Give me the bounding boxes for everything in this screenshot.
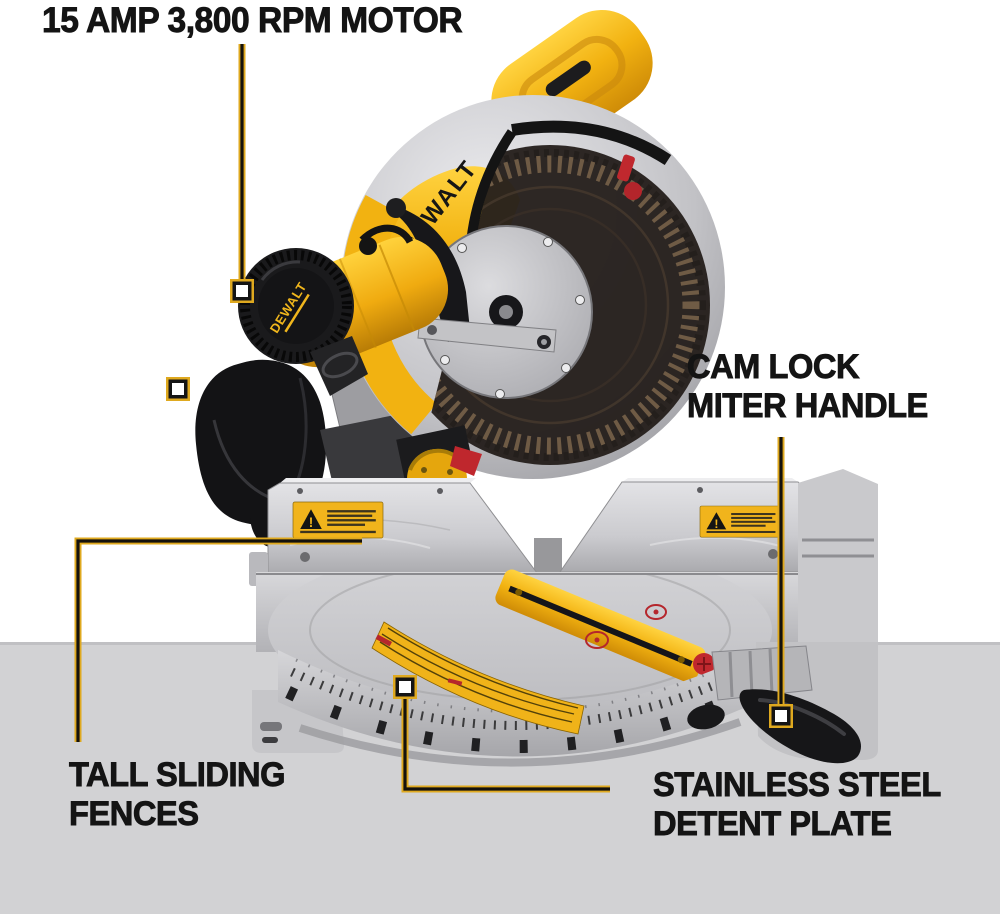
power-cord [359, 224, 414, 244]
callout-marker-dust-bag [166, 377, 190, 401]
dust-port [310, 336, 368, 396]
detent-slots [285, 684, 755, 753]
callout-marker-camlock [769, 704, 793, 728]
callout-label-fences-line2: FENCES [69, 795, 200, 834]
fence-gap-column [534, 538, 562, 578]
link-bar [417, 317, 557, 353]
kerf-slot [508, 585, 693, 667]
lock-knob-black [687, 704, 725, 730]
saw-base [249, 469, 878, 767]
callout-label-fences: TALL SLIDING FENCES [69, 756, 286, 834]
kerf-plate [495, 569, 706, 683]
callout-marker-detent [393, 675, 417, 699]
callout-marker-motor [230, 279, 254, 303]
callout-line-detent [403, 699, 610, 791]
callout-label-cam-lock-line1: CAM LOCK [687, 348, 860, 387]
fence-left [267, 478, 538, 575]
callout-label-detent-line2: DETENT PLATE [653, 805, 893, 844]
callout-label-motor: 15 AMP 3,800 RPM MOTOR [42, 1, 464, 41]
saw-head: DEWALT [195, 9, 725, 548]
callout-line-fences [76, 539, 362, 742]
red-stamp-2 [645, 604, 667, 620]
base-right-end [798, 469, 878, 652]
fence-right [559, 478, 806, 573]
detent-plate-scale [278, 648, 762, 757]
motor: DEWALT [238, 224, 449, 396]
callout-label-detent-plate: STAINLESS STEEL DETENT PLATE [653, 766, 942, 844]
callout-label-cam-lock-line2: MITER HANDLE [687, 387, 929, 426]
miter-arm [711, 645, 813, 701]
red-dot-badge [624, 182, 642, 200]
callout-label-cam-lock: CAM LOCK MITER HANDLE [687, 348, 929, 426]
callout-label-fences-line1: TALL SLIDING [69, 756, 286, 795]
warning-label-right [699, 505, 783, 538]
handle-grip-slot [545, 60, 591, 97]
red-stamp-1 [585, 631, 609, 649]
red-warning-sticker [617, 154, 635, 182]
warning-label-left [292, 501, 384, 539]
warning-label-curved [371, 621, 585, 735]
callout-lines [74, 44, 785, 793]
callout-label-detent-line1: STAINLESS STEEL [653, 766, 942, 805]
callout-label-motor-text: 15 AMP 3,800 RPM MOTOR [42, 1, 464, 41]
red-lock-lever [450, 446, 482, 476]
